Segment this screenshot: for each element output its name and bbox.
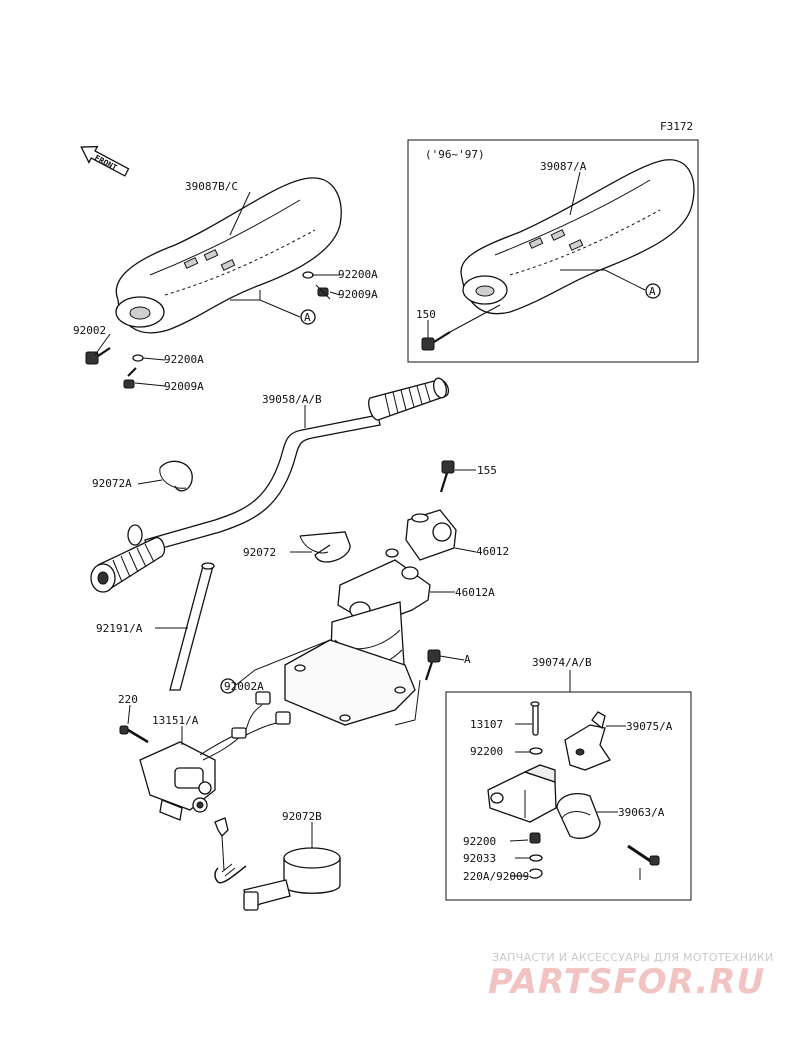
lever-39075 xyxy=(564,711,611,771)
callout-46012a: 46012A xyxy=(455,586,495,599)
screw-220 xyxy=(119,725,149,744)
washer-92200a-1 xyxy=(302,271,314,279)
ref-circle-a-2 xyxy=(645,283,661,299)
bushing-92144 xyxy=(529,832,541,844)
callout-92072b: 92072B xyxy=(282,810,322,823)
callout-92072: 92072 xyxy=(243,546,276,559)
callout-92072a: 92072A xyxy=(92,477,132,490)
callout-13151: 13151/A xyxy=(152,714,199,727)
washer-92200a-2 xyxy=(132,354,144,362)
screw-220a xyxy=(627,844,660,866)
callout-155: 155 xyxy=(477,464,497,477)
bolt-150 xyxy=(421,331,451,351)
callout-39075: 39075/A xyxy=(626,720,673,733)
circlip-92033 xyxy=(529,868,543,879)
assembly-box-39074 xyxy=(445,691,692,901)
callout-92191: 92191/A xyxy=(96,622,143,635)
callout-39074: 39074/A/B xyxy=(532,656,592,669)
callout-92144: 92200 xyxy=(463,835,496,848)
callout-92200-2: 92033 xyxy=(463,852,496,865)
callout-39063: 39063/A xyxy=(618,806,665,819)
pin-13107 xyxy=(530,701,540,736)
screw-92009a-1 xyxy=(315,284,331,300)
screw-92009a-2 xyxy=(123,367,137,389)
watermark-brand: PARTSFOR.RU xyxy=(488,962,765,1002)
handle-holder-46012a xyxy=(284,548,431,726)
inset-year-range: ('96~'97) xyxy=(425,148,485,161)
callout-92002: 92002 xyxy=(73,324,106,337)
callout-39087a: 39087/A xyxy=(540,160,587,173)
hand-pole-cover-main xyxy=(115,177,342,334)
callout-92002a: A xyxy=(464,653,471,666)
switch-13151a xyxy=(139,741,216,821)
clamp-92072 xyxy=(299,531,351,563)
callout-92009a-2: 92009A xyxy=(164,380,204,393)
washer-92200-1 xyxy=(529,747,543,755)
callout-92200a-1: 92200A xyxy=(338,268,378,281)
handlebar xyxy=(90,377,450,593)
clamp-92072b xyxy=(243,847,341,911)
front-arrow-icon: FRONT xyxy=(80,145,130,177)
bolt-92002a xyxy=(424,649,441,681)
callout-46012: 46012 xyxy=(476,545,509,558)
figure-code: F3172 xyxy=(660,120,693,133)
watermark-tagline: ЗАПЧАСТИ И АКСЕССУАРЫ ДЛЯ МОТОТЕХНИКИ xyxy=(492,951,774,964)
bolt-155 xyxy=(439,460,455,493)
callout-39058: 39058/A/B xyxy=(262,393,322,406)
callout-a-3: 92002A xyxy=(224,680,264,693)
inset-box xyxy=(407,139,699,363)
callout-39087bc: 39087B/C xyxy=(185,180,238,193)
callout-13107: 13107 xyxy=(470,718,503,731)
callout-92200-1: 92200 xyxy=(470,745,503,758)
switch-wires xyxy=(199,691,291,761)
callout-220: 220 xyxy=(118,693,138,706)
callout-92009a-1: 92009A xyxy=(338,288,378,301)
sleeve-39063 xyxy=(556,793,601,839)
callout-92200a-2: 92200A xyxy=(164,353,204,366)
ref-circle-a-1 xyxy=(300,309,316,325)
callout-a-1: A xyxy=(304,311,311,324)
throttle-bracket xyxy=(487,764,557,823)
hand-pole-cover-inset xyxy=(460,159,695,315)
washer-92200-2 xyxy=(529,854,543,862)
tube-92191a xyxy=(169,562,215,691)
callout-150: 150 xyxy=(416,308,436,321)
callout-a-2: A xyxy=(649,285,656,298)
clamp-92072a xyxy=(159,460,193,492)
ref-circle-a-3 xyxy=(220,678,236,694)
callout-92033: 220A/92009 xyxy=(463,870,529,883)
lanyard-cord xyxy=(214,817,247,884)
holder-upper-46012 xyxy=(405,509,457,561)
